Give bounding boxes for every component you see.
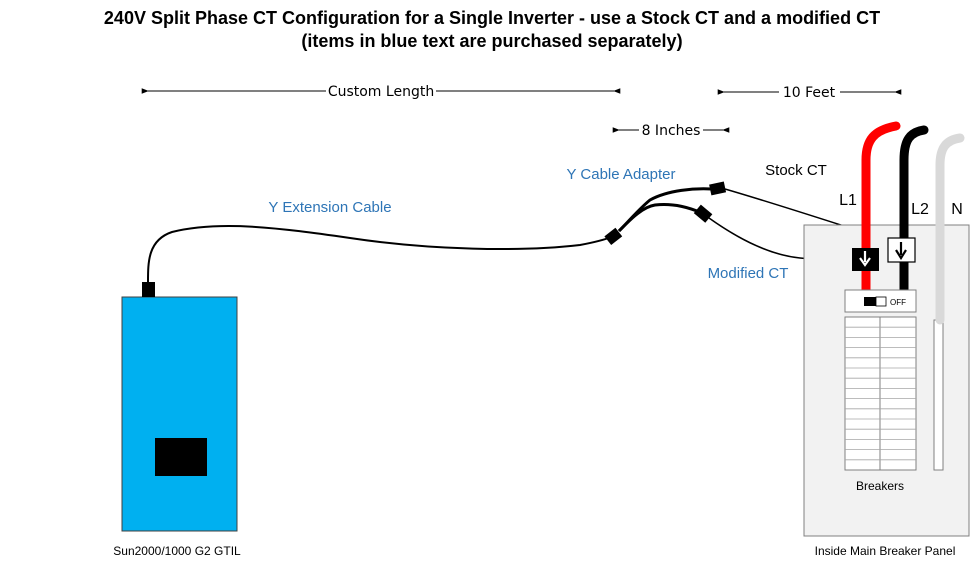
y-extension-cable-label: Y Extension Cable: [268, 199, 391, 216]
l1-wire: [861, 121, 901, 295]
main-breaker-switch-off-side: [875, 296, 887, 307]
stock-ct: [887, 237, 916, 263]
y-extension-cable: [147, 224, 612, 283]
breakers-label: Breakers: [856, 479, 904, 493]
modified-ct-label: Modified CT: [708, 265, 789, 282]
eight-inches-label: 8 Inches: [642, 123, 701, 139]
modified-ct-arrow-icon: [859, 251, 871, 267]
breaker-rows: [845, 326, 916, 461]
y-adapter-lower-connector: [693, 204, 713, 223]
n-label: N: [951, 201, 963, 218]
eight-inches-dimension: 8 Inches: [612, 123, 730, 139]
l2-wire: [899, 125, 929, 295]
inverter-display: [155, 438, 207, 476]
off-label: OFF: [890, 298, 906, 307]
l1-label: L1: [839, 192, 857, 209]
main-breaker-switch: [864, 297, 876, 306]
y-adapter-upper-connector: [709, 181, 727, 196]
main-breaker-panel: L1 L2 N OFF Breakers Inside Main Breaker…: [803, 121, 970, 558]
inverter-body: [121, 296, 238, 532]
ten-feet-label: 10 Feet: [783, 85, 836, 101]
inverter: Sun2000/1000 G2 GTIL: [113, 282, 241, 558]
modified-ct: [852, 248, 879, 271]
inverter-ct-port: [142, 282, 155, 297]
neutral-bar: [933, 319, 944, 471]
inverter-label: Sun2000/1000 G2 GTIL: [113, 544, 241, 558]
title-line-2: (items in blue text are purchased separa…: [301, 31, 682, 51]
l2-label: L2: [911, 201, 929, 218]
stock-ct-label: Stock CT: [765, 162, 827, 179]
y-cable-adapter: Y Cable Adapter: [567, 166, 727, 246]
y-adapter-branch-lower: [617, 203, 703, 233]
panel-label: Inside Main Breaker Panel: [815, 544, 956, 558]
custom-length-label: Custom Length: [328, 84, 434, 100]
y-adapter-connector: [604, 227, 623, 246]
stock-ct-arrow-icon: [895, 242, 907, 261]
y-cable-adapter-label: Y Cable Adapter: [567, 166, 676, 183]
title-line-1: 240V Split Phase CT Configuration for a …: [104, 8, 880, 28]
ten-feet-dimension: 10 Feet: [717, 85, 902, 101]
n-wire: [935, 133, 965, 325]
custom-length-dimension: Custom Length: [141, 84, 621, 100]
